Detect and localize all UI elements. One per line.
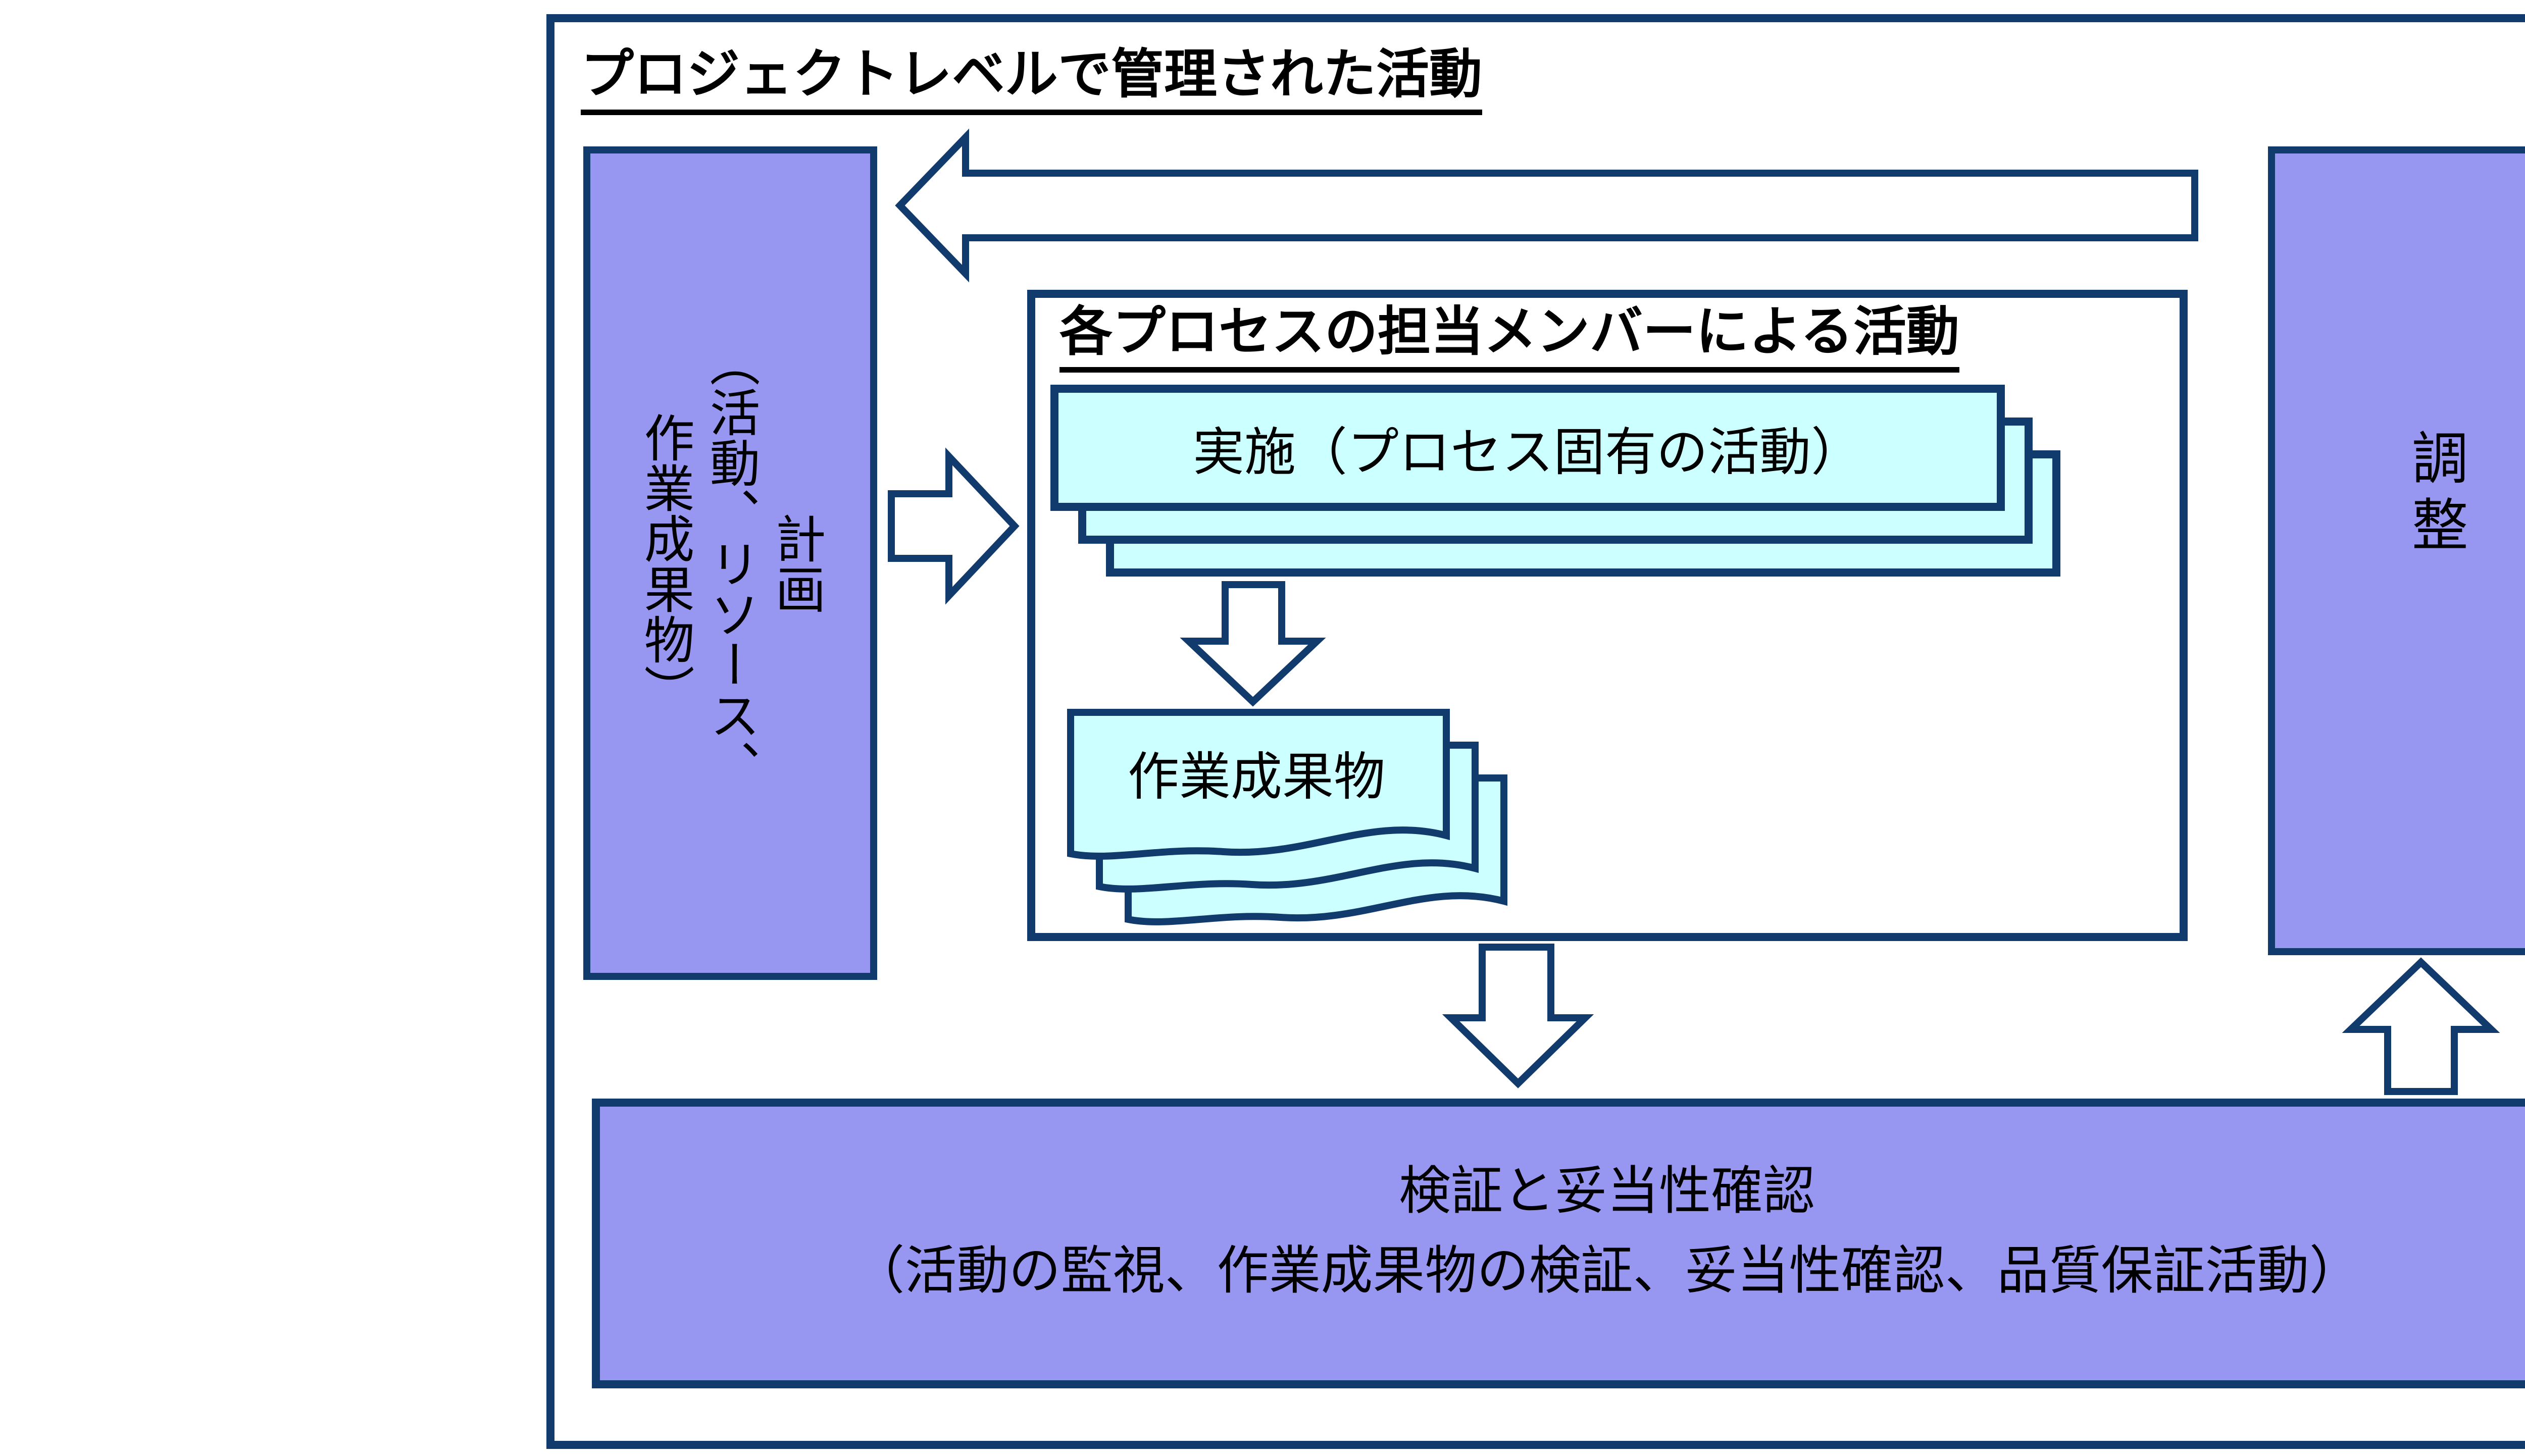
exec-card-front — [1050, 385, 2005, 511]
coordination-box: 調整 — [2268, 146, 2525, 955]
member-activity-header: 各プロセスの担当メンバーによる活動 — [1059, 302, 1959, 373]
diagram-title: プロジェクトレベルで管理された活動 — [581, 44, 1483, 115]
coordination-textwrap: 調整 — [2275, 153, 2525, 948]
process-to-verification-arrow — [1442, 944, 1594, 1088]
plan-line-2: （活動、リソース、 — [702, 336, 759, 791]
exec-card-label: 実施（プロセス固有の活動） — [1193, 423, 1862, 481]
verification-text: 検証と妥当性確認 （活動の監視、作業成果物の検証、妥当性確認、品質保証活動） — [600, 1107, 2525, 1380]
plan-to-process-arrow — [888, 447, 1020, 605]
verification-line-1: 検証と妥当性確認 — [1399, 1162, 1815, 1220]
plan-box-label: 計画 （活動、リソース、 作業成果物） — [632, 153, 829, 973]
plan-line-1: 計画 — [768, 512, 824, 614]
verification-box: 検証と妥当性確認 （活動の監視、作業成果物の検証、妥当性確認、品質保証活動） — [592, 1099, 2525, 1388]
verification-to-coordination-arrow — [2342, 957, 2500, 1095]
plan-box-textwrap: 計画 （活動、リソース、 作業成果物） — [590, 153, 870, 973]
plan-box: 計画 （活動、リソース、 作業成果物） — [583, 146, 877, 980]
coordination-label: 調整 — [2403, 428, 2467, 562]
diagram-title-text: プロジェクトレベルで管理された活動 — [581, 44, 1483, 115]
work-product-doc-front — [1067, 709, 1450, 860]
plan-line-3: 作業成果物） — [636, 411, 693, 715]
feedback-left-arrow — [895, 128, 2198, 283]
work-product-label: 作業成果物 — [1128, 748, 1385, 806]
exec-to-workproduct-arrow — [1180, 581, 1326, 707]
member-activity-header-text: 各プロセスの担当メンバーによる活動 — [1059, 302, 1959, 373]
verification-line-2: （活動の監視、作業成果物の検証、妥当性確認、品質保証活動） — [852, 1241, 2361, 1299]
